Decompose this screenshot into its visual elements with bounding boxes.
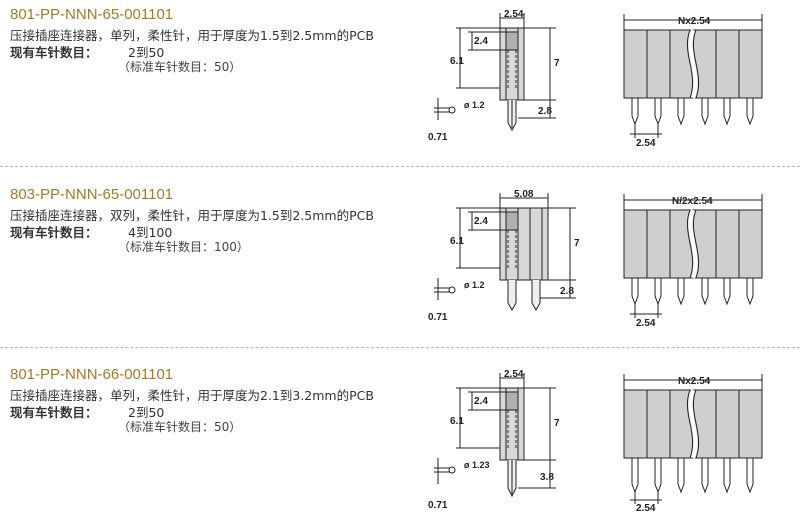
dim-width: 2.54	[504, 9, 524, 20]
dim-2-4: 2.4	[474, 36, 488, 47]
dim-3-8: 3.8	[540, 472, 554, 483]
standard-pins-note: （标准车针数目：50）	[118, 60, 242, 74]
product-description: 压接插座连接器，单列，柔性针，用于厚度为1.5到2.5mm的PCB	[10, 28, 374, 43]
side-view-drawing: 2.54 2.4 6.1 7 ø 1.2 2.8 0.71	[428, 9, 560, 143]
standard-pins-note: （标准车针数目：50）	[118, 420, 242, 434]
dim-total-length: Nx2.54	[678, 376, 711, 387]
dim-0-71: 0.71	[428, 500, 448, 511]
part-number: 801-PP-NNN-66-001101	[10, 366, 174, 383]
dim-total-length: N/2x2.54	[672, 196, 713, 207]
dim-2-8: 2.8	[538, 106, 552, 117]
part-number: 803-PP-NNN-65-001101	[10, 186, 174, 203]
dim-total-length: Nx2.54	[678, 16, 711, 27]
dim-0-71: 0.71	[428, 132, 448, 143]
dim-6-1: 6.1	[450, 56, 464, 67]
dim-7: 7	[554, 418, 560, 429]
side-view-drawing: 2.54 2.4 6.1 7 ø 1.23 3.8 0.71	[428, 369, 560, 511]
available-pins-label: 现有车针数目：	[10, 405, 98, 420]
front-view-drawing: Nx2.54 2.54	[623, 374, 763, 513]
product-section: 801-PP-NNN-66-001101 压接插座连接器，单列，柔性针，用于厚度…	[0, 360, 800, 530]
dim-2-4: 2.4	[474, 216, 488, 227]
available-pins-range: 2到50	[128, 405, 165, 420]
front-view-drawing: Nx2.54 2.54	[623, 14, 763, 148]
dim-diameter: ø 1.2	[464, 100, 485, 110]
dim-pitch: 2.54	[636, 503, 656, 513]
dim-2-4: 2.4	[474, 396, 488, 407]
dim-width: 2.54	[504, 369, 524, 380]
dim-6-1: 6.1	[450, 236, 464, 247]
available-pins-label: 现有车针数目：	[10, 225, 98, 240]
section-divider	[0, 166, 800, 167]
available-pins-range: 4到100	[128, 225, 173, 240]
part-number: 801-PP-NNN-65-001101	[10, 6, 174, 23]
section-divider	[0, 347, 800, 348]
dim-pitch: 2.54	[636, 138, 656, 148]
front-view-drawing: N/2x2.54 2.54	[623, 194, 763, 328]
product-description: 压接插座连接器，双列，柔性针，用于厚度为1.5到2.5mm的PCB	[10, 208, 374, 223]
available-pins-range: 2到50	[128, 45, 165, 60]
standard-pins-note: （标准车针数目：100）	[118, 240, 249, 254]
dim-2-8: 2.8	[560, 286, 574, 297]
available-pins-label: 现有车针数目：	[10, 45, 98, 60]
dim-6-1: 6.1	[450, 416, 464, 427]
dim-7: 7	[554, 58, 560, 69]
product-section: 803-PP-NNN-65-001101 压接插座连接器，双列，柔性针，用于厚度…	[0, 180, 800, 350]
dim-pitch: 2.54	[636, 318, 656, 328]
dim-7: 7	[574, 238, 580, 249]
dim-width: 5.08	[514, 189, 534, 200]
dim-diameter: ø 1.2	[464, 280, 485, 290]
dim-diameter: ø 1.23	[464, 460, 490, 470]
product-description: 压接插座连接器，单列，柔性针，用于厚度为2.1到3.2mm的PCB	[10, 388, 374, 403]
side-view-drawing: 5.08 2.4 6.1 7 ø 1.2 2.8 0.71	[428, 189, 580, 323]
product-section: 801-PP-NNN-65-001101 压接插座连接器，单列，柔性针，用于厚度…	[0, 0, 800, 170]
dim-0-71: 0.71	[428, 312, 448, 323]
